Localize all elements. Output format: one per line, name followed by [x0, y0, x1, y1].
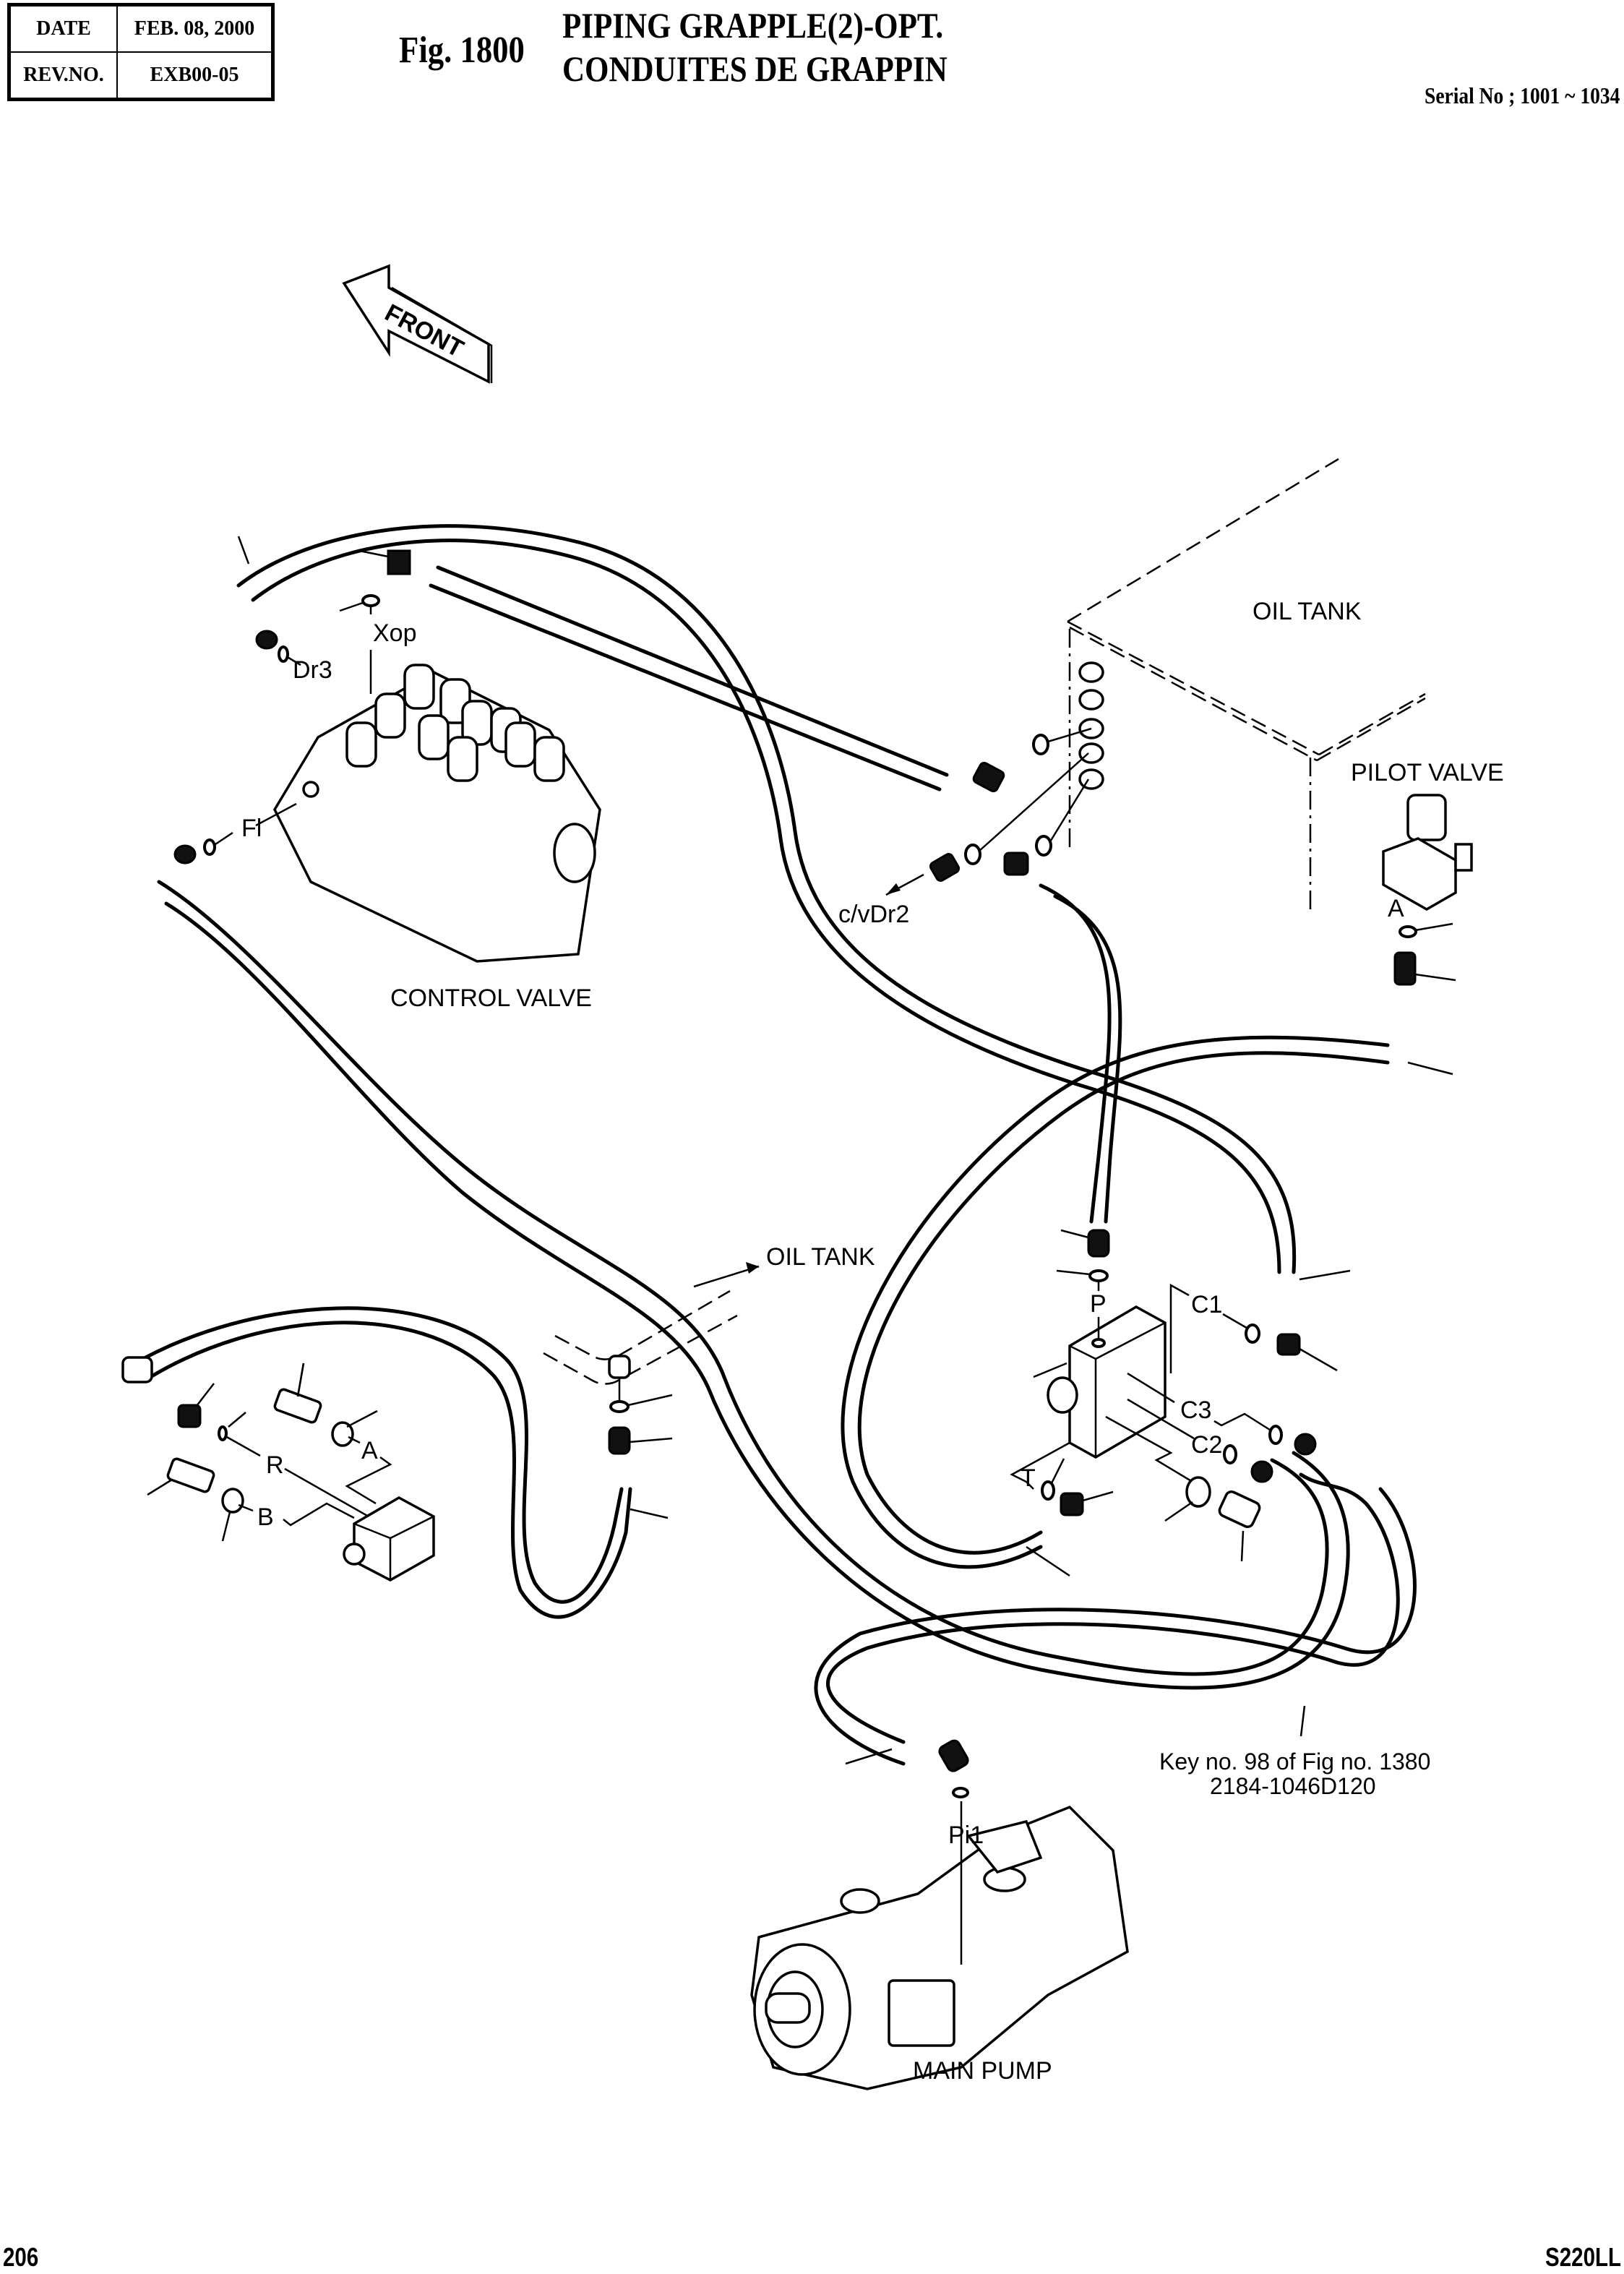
main-pump: Pi1 MAIN PUMP — [750, 1801, 1129, 2090]
revision-info-table: DATE FEB. 08, 2000 REV.NO. EXB00-05 — [7, 3, 275, 101]
port-label-cv-dr2: c/vDr2 — [838, 901, 909, 928]
date-label: DATE — [8, 4, 118, 53]
reference-note-line2: 2184-1046D120 — [1210, 1773, 1376, 1799]
title-french: CONDUITES DE GRAPPIN — [562, 48, 948, 89]
oil-tank-lower-label: OIL TANK — [766, 1243, 875, 1271]
oil-tank-upper: OIL TANK — [1067, 458, 1426, 915]
rev-value: EXB00-05 — [116, 51, 274, 100]
model-code: S220LL — [1544, 2242, 1621, 2272]
port-label-fl: Fl — [241, 815, 262, 842]
front-arrow-icon: FRONT — [342, 264, 493, 384]
port-label-c2: C2 — [1191, 1431, 1222, 1459]
port-label-pilot-a: A — [1388, 895, 1404, 922]
port-label-a: A — [361, 1437, 378, 1464]
port-label-p: P — [1090, 1290, 1107, 1318]
pilot-valve: PILOT VALVE A — [1351, 759, 1504, 986]
port-label-xop: Xop — [373, 619, 417, 647]
port-label-pi1: Pi1 — [948, 1822, 984, 1849]
control-valve-label: CONTROL VALVE — [390, 984, 592, 1012]
port-label-dr3: Dr3 — [293, 656, 332, 684]
port-label-c3: C3 — [1180, 1396, 1211, 1424]
port-label-c1: C1 — [1191, 1291, 1222, 1318]
date-value: FEB. 08, 2000 — [116, 4, 274, 53]
serial-range: Serial No ; 1001 ~ 1034 — [1424, 82, 1620, 108]
manifold-block: P C1 C3 C2 T — [1010, 1229, 1338, 1562]
title-english: PIPING GRAPPLE(2)-OPT. — [562, 5, 944, 46]
main-pump-label: MAIN PUMP — [913, 2057, 1052, 2085]
reference-note-line1: Key no. 98 of Fig no. 1380 — [1159, 1749, 1430, 1775]
page-number: 206 — [3, 2242, 39, 2272]
figure-number: Fig. 1800 — [399, 30, 525, 71]
port-label-b: B — [257, 1503, 274, 1531]
oil-tank-upper-label: OIL TANK — [1253, 598, 1362, 625]
grapple-valve-block: R A B — [121, 1356, 435, 1582]
pilot-valve-label: PILOT VALVE — [1351, 759, 1504, 786]
hoses — [128, 524, 1417, 1766]
port-label-r: R — [266, 1451, 284, 1479]
port-label-t: T — [1021, 1464, 1036, 1492]
control-valve: CONTROL VALVE — [273, 664, 601, 1012]
rev-label: REV.NO. — [8, 51, 118, 100]
oil-tank-lower: OIL TANK — [543, 1243, 875, 1455]
